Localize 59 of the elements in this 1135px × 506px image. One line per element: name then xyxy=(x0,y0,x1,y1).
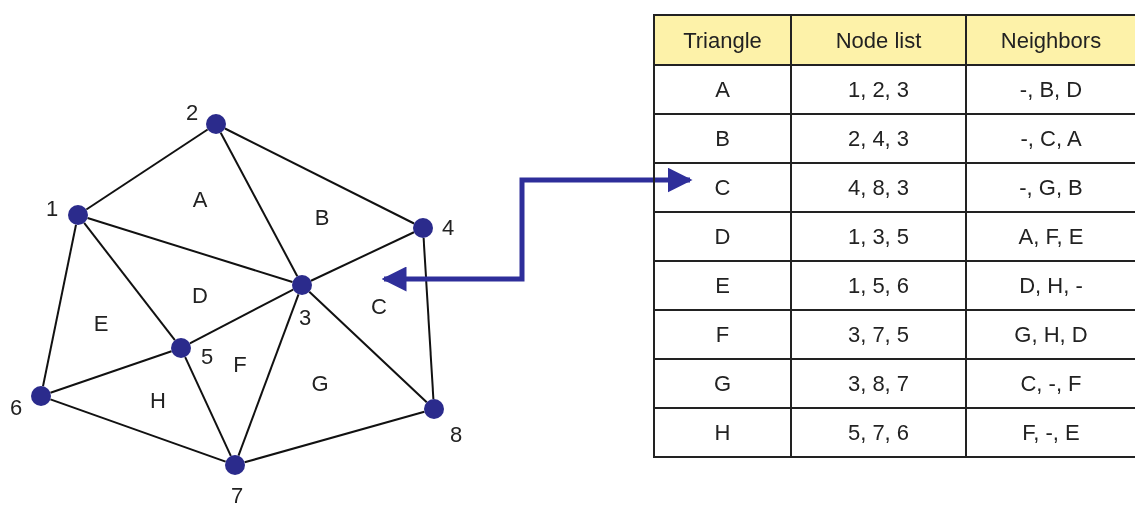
table-cell-text: G xyxy=(713,370,732,398)
vertex-number: 3 xyxy=(298,307,312,329)
vertex-number: 2 xyxy=(185,102,199,124)
table-cell-text: -, C, A xyxy=(1020,125,1082,153)
mesh-edge xyxy=(85,128,209,211)
table-cell-text: A, F, E xyxy=(1018,223,1084,251)
table-cell-text: Triangle xyxy=(683,26,762,55)
mesh-edge xyxy=(237,293,300,457)
mesh-edge xyxy=(422,237,435,400)
triangle-letter: E xyxy=(93,313,109,335)
triangle-letter: A xyxy=(192,189,208,211)
vertex-number: 4 xyxy=(441,217,455,239)
triangle-letter: B xyxy=(314,207,330,229)
table-cell-text: C xyxy=(714,171,731,204)
table-cell-text: E xyxy=(715,272,730,300)
mesh-edge xyxy=(86,217,294,283)
double-arrow xyxy=(381,167,693,292)
mesh-edge xyxy=(83,221,176,342)
triangle-letter: F xyxy=(233,354,247,376)
table-cell-text: D, H, - xyxy=(1019,272,1083,300)
mesh-edge xyxy=(188,288,295,345)
vertex-number: 6 xyxy=(9,397,23,419)
table-cell-text: -, G, B xyxy=(1019,174,1083,202)
table-cell-text: 4, 8, 3 xyxy=(847,174,910,202)
vertex-number: 1 xyxy=(45,198,59,220)
table-cell-text: F xyxy=(715,321,730,349)
mesh-edge xyxy=(49,350,173,394)
mesh-edge xyxy=(308,290,428,404)
vertex-number: 5 xyxy=(200,346,214,368)
triangle-letter: H xyxy=(150,390,166,412)
mesh-edge xyxy=(49,398,227,463)
mesh-edge xyxy=(184,356,232,457)
table-cell-text: Neighbors xyxy=(1000,26,1102,55)
mesh-edge xyxy=(219,131,299,278)
table-cell-text: H xyxy=(714,419,731,447)
mesh-edge xyxy=(223,127,416,225)
table-cell-text: 1, 5, 6 xyxy=(847,272,910,300)
table-cell-text: B xyxy=(715,125,730,153)
table-cell-text: C, -, F xyxy=(1020,370,1082,398)
table-cell-text: 1, 3, 5 xyxy=(847,223,910,251)
table-cell-text: 1, 2, 3 xyxy=(847,76,910,104)
mesh-edge xyxy=(243,410,426,464)
table-cell-text: 5, 7, 6 xyxy=(847,419,910,447)
table-cell-text: 3, 8, 7 xyxy=(847,370,910,398)
table-cell-text: G, H, D xyxy=(1014,321,1088,349)
vertex-number: 8 xyxy=(449,424,463,446)
table-cell-text: Node list xyxy=(835,26,922,55)
triangle-letter: D xyxy=(192,285,208,307)
table-cell-text: D xyxy=(714,223,731,251)
triangle-letter: G xyxy=(311,373,329,395)
table-cell-text: 2, 4, 3 xyxy=(847,125,910,153)
table-cell-text: -, B, D xyxy=(1019,76,1083,104)
mesh-edge xyxy=(42,223,77,388)
triangle-letter: C xyxy=(371,296,387,318)
vertex-number: 7 xyxy=(230,485,244,506)
table-cell-text: 3, 7, 5 xyxy=(847,321,910,349)
table-cell-text: F, -, E xyxy=(1022,419,1080,447)
mesh-edge xyxy=(310,231,415,282)
table-cell-text: A xyxy=(715,76,730,104)
